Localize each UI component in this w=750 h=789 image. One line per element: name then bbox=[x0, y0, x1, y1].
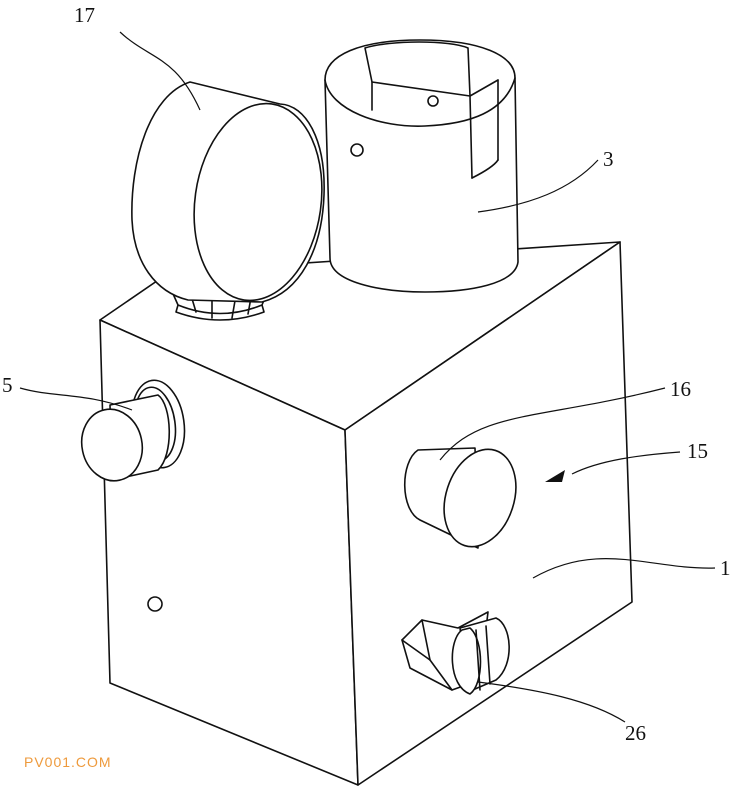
arrow-15 bbox=[545, 470, 565, 482]
leader-1 bbox=[532, 558, 716, 579]
left-port-cap bbox=[80, 408, 144, 482]
gauge-face bbox=[193, 102, 323, 302]
left-port bbox=[80, 379, 186, 482]
label-17: 17 bbox=[74, 3, 95, 27]
leader-16 bbox=[439, 387, 666, 461]
leader-3 bbox=[477, 159, 599, 213]
leader-15 bbox=[571, 451, 681, 475]
leader-5 bbox=[19, 387, 133, 411]
valve-block bbox=[99, 241, 633, 786]
label-3: 3 bbox=[603, 147, 614, 171]
label-5: 5 bbox=[2, 373, 13, 397]
hex-fitting bbox=[401, 611, 510, 695]
right-plug-cap bbox=[443, 448, 517, 548]
right-plug bbox=[403, 447, 517, 549]
reference-numerals: 17 3 5 16 15 1 26 bbox=[2, 3, 731, 745]
slotted-cylinder bbox=[324, 39, 519, 293]
leader-26 bbox=[477, 681, 626, 723]
leader-lines bbox=[19, 31, 716, 723]
label-15: 15 bbox=[687, 439, 708, 463]
pressure-gauge bbox=[131, 81, 325, 303]
block-small-hole bbox=[147, 596, 163, 612]
watermark: PV001.COM bbox=[24, 754, 112, 770]
label-26: 26 bbox=[625, 721, 646, 745]
label-16: 16 bbox=[670, 377, 691, 401]
label-1: 1 bbox=[720, 556, 731, 580]
leader-17 bbox=[119, 31, 201, 111]
cylinder-hole bbox=[350, 143, 364, 157]
